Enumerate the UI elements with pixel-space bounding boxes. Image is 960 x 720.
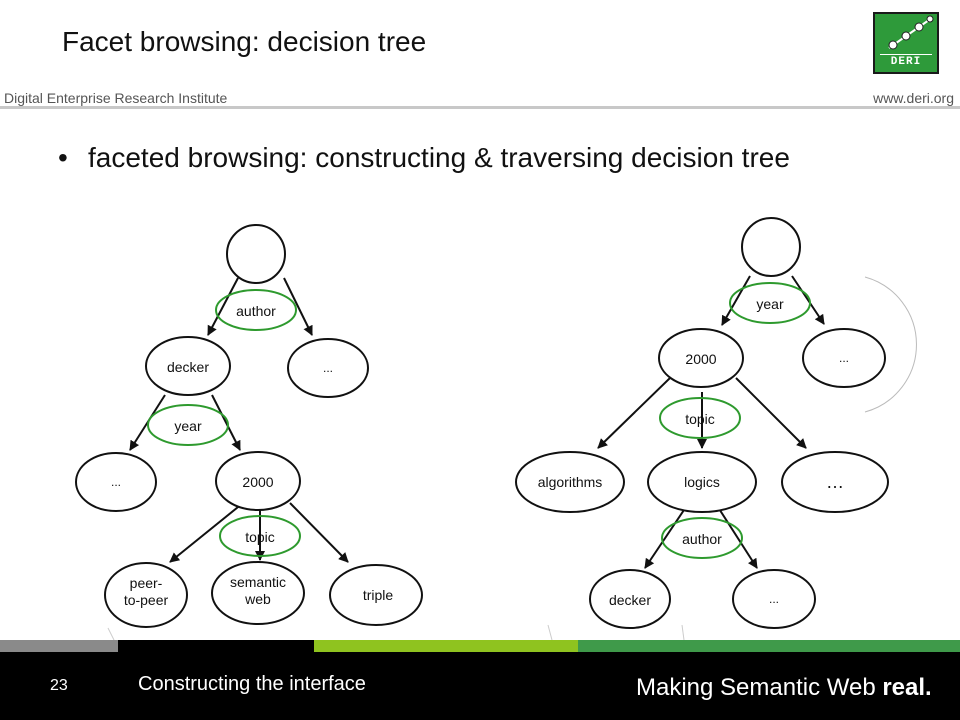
right-label-dots1: ... [839, 351, 849, 365]
right-tree-edges [597, 275, 825, 569]
institute-bar: Digital Enterprise Research Institute ww… [0, 86, 960, 110]
right-node-decker [589, 569, 671, 629]
left-facet-author: author [236, 303, 276, 319]
strip-black [118, 640, 314, 652]
left-node-decker [145, 336, 231, 396]
left-facet-ring-author [215, 289, 297, 331]
left-node-dots2 [75, 452, 157, 512]
right-label-algorithms: algorithms [538, 474, 603, 490]
left-facet-rings [147, 289, 301, 557]
logo-text: DERI [880, 54, 932, 68]
left-label-peer-line1: peer- [130, 575, 163, 591]
logo-dots-icon [888, 15, 934, 50]
left-tree-edges [129, 277, 349, 563]
strip-green [578, 640, 960, 652]
right-facet-author: author [682, 531, 722, 547]
slide-title: Facet browsing: decision tree [62, 26, 427, 57]
footer-color-strip [0, 640, 960, 652]
tagline-prefix: Making Semantic Web [636, 674, 883, 701]
footer-bar [0, 652, 960, 720]
slide-number: 23 [50, 677, 68, 694]
right-node-2000 [658, 328, 744, 388]
footer-title: Constructing the interface [138, 673, 366, 695]
right-node-algorithms [515, 451, 625, 513]
right-facet-ring-author [661, 517, 743, 559]
left-label-2000: 2000 [242, 474, 273, 490]
right-node-dots2 [781, 451, 889, 513]
decorative-arc [864, 276, 917, 413]
right-label-dots2: … [826, 472, 844, 492]
strip-gray [0, 640, 118, 652]
left-tree-labels: author year topic decker ... ... 2000 pe… [111, 303, 393, 608]
right-facet-rings [659, 282, 811, 559]
left-label-dots2: ... [111, 475, 121, 489]
right-label-decker: decker [609, 592, 651, 608]
right-node-dots3 [732, 569, 816, 629]
left-label-semantic-line1: semantic [230, 574, 286, 590]
left-tree-nodes [75, 224, 423, 628]
right-label-2000: 2000 [685, 351, 716, 367]
right-label-dots3: ... [769, 592, 779, 606]
left-node-semantic [211, 561, 305, 625]
left-label-triple: triple [363, 587, 394, 603]
bullet-text: faceted browsing: constructing & travers… [88, 142, 790, 173]
left-node-triple [329, 564, 423, 626]
right-node-dots1 [802, 328, 886, 388]
right-facet-topic: topic [685, 411, 715, 427]
left-facet-ring-topic [219, 515, 301, 557]
decorative-line [107, 627, 115, 640]
deri-logo: DERI [873, 12, 939, 74]
left-label-decker: decker [167, 359, 209, 375]
website-link[interactable]: www.deri.org [873, 90, 954, 106]
left-label-peer-line2: to-peer [124, 592, 169, 608]
decision-tree-diagram: author year topic decker ... ... 2000 pe… [75, 217, 917, 640]
left-node-dots1 [287, 338, 369, 398]
right-label-logics: logics [684, 474, 720, 490]
left-root-node [226, 224, 286, 284]
left-facet-year: year [174, 418, 202, 434]
right-node-logics [647, 451, 757, 513]
left-node-2000 [215, 451, 301, 511]
left-facet-topic: topic [245, 529, 275, 545]
bullet-symbol: • [58, 142, 68, 173]
left-label-semantic-line2: web [244, 591, 271, 607]
decorative-line [681, 624, 685, 640]
right-tree-labels: year topic author 2000 ... algorithms lo… [538, 296, 849, 608]
tagline-bold: real. [882, 674, 932, 701]
right-facet-ring-topic [659, 397, 741, 439]
right-root-node [741, 217, 801, 277]
decorative-line [547, 624, 553, 640]
bullet-item: • faceted browsing: constructing & traver… [58, 142, 790, 174]
right-facet-year: year [756, 296, 784, 312]
left-facet-ring-year [147, 404, 229, 446]
left-label-dots1: ... [323, 361, 333, 375]
institute-name: Digital Enterprise Research Institute [4, 90, 228, 106]
right-tree-nodes [515, 217, 889, 629]
left-node-peer [104, 562, 188, 628]
footer-tagline: Making Semantic Web real. [636, 674, 932, 702]
header-divider [0, 106, 960, 109]
right-facet-ring-year [729, 282, 811, 324]
strip-lime [314, 640, 578, 652]
